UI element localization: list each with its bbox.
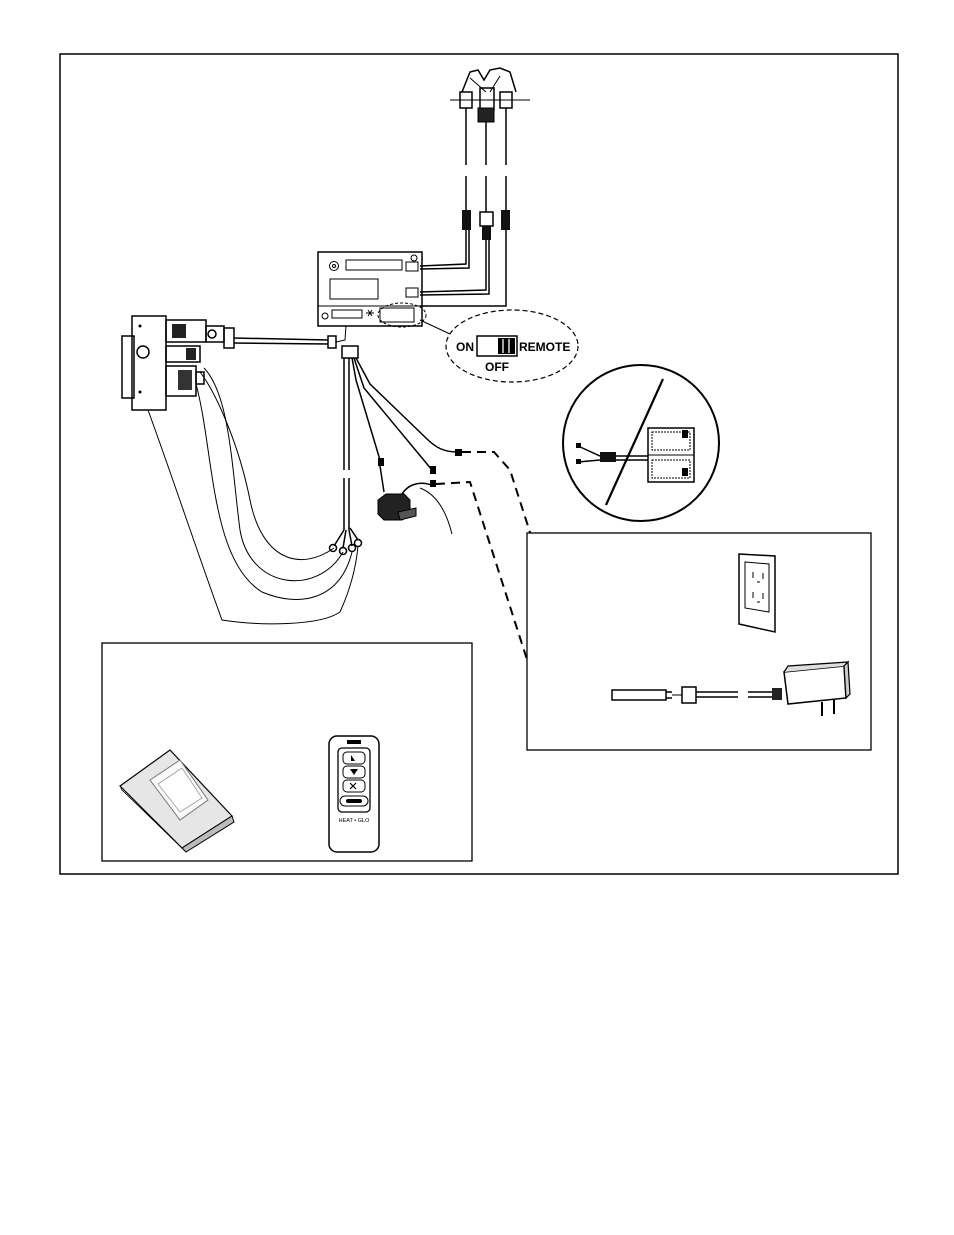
battery-not-allowed-callout	[563, 365, 719, 521]
control-module	[318, 252, 450, 334]
remote-transmitter: HEAT • GLO	[329, 736, 379, 852]
gas-valve	[122, 316, 234, 410]
receiver-module	[378, 466, 452, 534]
pilot-leads	[420, 230, 506, 306]
power-adapter-panel	[527, 533, 871, 750]
branch-wires	[352, 358, 462, 487]
valve-harness	[234, 326, 346, 348]
remote-brand-label: HEAT • GLO	[339, 818, 370, 824]
switch-label-remote: REMOTE	[519, 340, 570, 354]
switch-callout: ON REMOTE OFF	[446, 310, 578, 382]
controls-panel: HEAT • GLO	[102, 643, 472, 861]
switch-label-on: ON	[456, 340, 474, 354]
pilot-assembly	[450, 68, 530, 240]
valve-loop-wires	[148, 368, 358, 624]
switch-label-off: OFF	[485, 360, 509, 374]
main-harness	[330, 346, 362, 555]
